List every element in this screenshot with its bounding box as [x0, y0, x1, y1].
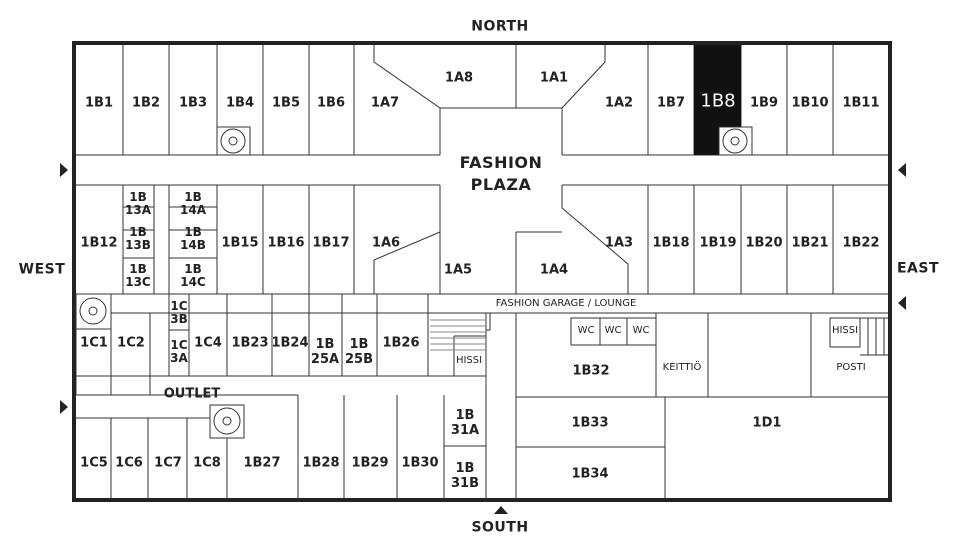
unit-1b25a[interactable]: 1B 25A: [310, 337, 340, 367]
entrance-arrow-east-2: [898, 296, 906, 310]
entrance-arrow-south: [494, 506, 508, 514]
unit-1b24[interactable]: 1B24: [271, 335, 309, 351]
unit-1b13b[interactable]: 1B 13B: [125, 225, 151, 252]
wc-3: WC: [632, 325, 650, 336]
middle-right-walls: [647, 185, 834, 294]
compass-north: NORTH: [471, 18, 529, 35]
entrance-arrow-west-1: [60, 163, 68, 177]
unit-1b16[interactable]: 1B16: [267, 235, 305, 251]
top-row-walls: [122, 45, 355, 155]
compass-south: SOUTH: [471, 519, 529, 536]
compass-east: EAST: [896, 260, 940, 277]
unit-1a3[interactable]: 1A3: [604, 235, 634, 251]
outlet-corridor: [76, 375, 486, 419]
elevator-right: HISSI: [831, 325, 859, 336]
unit-1b12[interactable]: 1B12: [80, 235, 118, 251]
unit-1b4[interactable]: 1B4: [226, 95, 254, 111]
outlet-label: OUTLET: [163, 386, 221, 402]
unit-1b26[interactable]: 1B26: [382, 335, 420, 351]
garage-label: FASHION GARAGE / LOUNGE: [495, 298, 637, 309]
unit-1c7[interactable]: 1C7: [154, 455, 182, 471]
unit-1c3b[interactable]: 1C 3B: [170, 299, 188, 326]
unit-1c2[interactable]: 1C2: [117, 335, 145, 351]
post-label: POSTI: [836, 362, 866, 373]
unit-1b9[interactable]: 1B9: [750, 95, 778, 111]
middle-left-walls: [262, 185, 441, 294]
unit-1a8[interactable]: 1A8: [444, 70, 474, 86]
unit-1b30[interactable]: 1B30: [401, 455, 439, 471]
unit-1b19[interactable]: 1B19: [699, 235, 737, 251]
wc-keittio: [570, 313, 709, 398]
unit-1b34[interactable]: 1B34: [571, 466, 609, 482]
unit-1c6[interactable]: 1C6: [115, 455, 143, 471]
unit-1b11[interactable]: 1B11: [842, 95, 880, 111]
small-units: [169, 329, 486, 376]
unit-1b33[interactable]: 1B33: [571, 415, 609, 431]
unit-1b21[interactable]: 1B21: [791, 235, 829, 251]
atrium-top-walls: [373, 45, 606, 155]
unit-1b3[interactable]: 1B3: [179, 95, 207, 111]
kitchen-label: KEITTIÖ: [662, 362, 702, 373]
bottom-left-walls: [110, 313, 487, 498]
plaza-label-2: PLAZA: [470, 175, 532, 194]
unit-1a5[interactable]: 1A5: [443, 262, 473, 278]
unit-1b13c[interactable]: 1B 13C: [125, 262, 151, 289]
block-14: [168, 185, 218, 294]
unit-1c1[interactable]: 1C1: [80, 335, 108, 351]
unit-1c5[interactable]: 1C5: [80, 455, 108, 471]
unit-1a7[interactable]: 1A7: [370, 95, 400, 111]
unit-1a2[interactable]: 1A2: [604, 95, 634, 111]
unit-1b20[interactable]: 1B20: [745, 235, 783, 251]
unit-1a4[interactable]: 1A4: [539, 262, 569, 278]
stairs-lines: [430, 319, 486, 351]
unit-1b8-highlighted[interactable]: 1B8: [700, 90, 736, 112]
unit-1b25b[interactable]: 1B 25B: [345, 337, 373, 367]
compass-west: WEST: [18, 261, 66, 278]
unit-1b27[interactable]: 1B27: [243, 455, 281, 471]
unit-1b13a[interactable]: 1B 13A: [125, 190, 151, 217]
unit-1b28[interactable]: 1B28: [302, 455, 340, 471]
unit-1b31b[interactable]: 1B 31B: [451, 461, 479, 491]
outer-wall: [72, 41, 892, 502]
wc-2: WC: [604, 325, 622, 336]
unit-1b23[interactable]: 1B23: [231, 335, 269, 351]
unit-1a1[interactable]: 1A1: [539, 70, 569, 86]
plaza-label-1: FASHION: [459, 153, 543, 172]
elevator-left: HISSI: [455, 355, 483, 366]
unit-1b14b[interactable]: 1B 14B: [180, 225, 206, 252]
block-13: [122, 185, 155, 294]
unit-1d1[interactable]: 1D1: [752, 415, 782, 431]
entrance-arrow-west-2: [60, 400, 68, 414]
unit-1b7[interactable]: 1B7: [657, 95, 685, 111]
garage-arrow: [486, 313, 491, 331]
unit-1b32[interactable]: 1B32: [572, 363, 610, 379]
unit-1b14c[interactable]: 1B 14C: [180, 262, 206, 289]
unit-1b15[interactable]: 1B15: [221, 235, 259, 251]
entrance-arrow-east-1: [898, 163, 906, 177]
wc-1: WC: [577, 325, 595, 336]
unit-1b22[interactable]: 1B22: [842, 235, 880, 251]
unit-1b31a[interactable]: 1B 31A: [450, 408, 480, 438]
unit-1a6[interactable]: 1A6: [371, 235, 401, 251]
atrium-bottom-walls: [439, 185, 629, 295]
unit-1b29[interactable]: 1B29: [351, 455, 389, 471]
unit-1c3a[interactable]: 1C 3A: [170, 338, 188, 365]
hissi-posti: [810, 313, 890, 398]
unit-1b2[interactable]: 1B2: [132, 95, 160, 111]
unit-1b1[interactable]: 1B1: [85, 95, 113, 111]
unit-1b14a[interactable]: 1B 14A: [180, 190, 206, 217]
unit-1b18[interactable]: 1B18: [652, 235, 690, 251]
unit-1c4[interactable]: 1C4: [194, 335, 222, 351]
unit-1b10[interactable]: 1B10: [791, 95, 829, 111]
unit-1c8[interactable]: 1C8: [193, 455, 221, 471]
lower-corridor: [76, 293, 890, 314]
unit-1b6[interactable]: 1B6: [317, 95, 345, 111]
unit-1b17[interactable]: 1B17: [312, 235, 350, 251]
unit-1b5[interactable]: 1B5: [272, 95, 300, 111]
